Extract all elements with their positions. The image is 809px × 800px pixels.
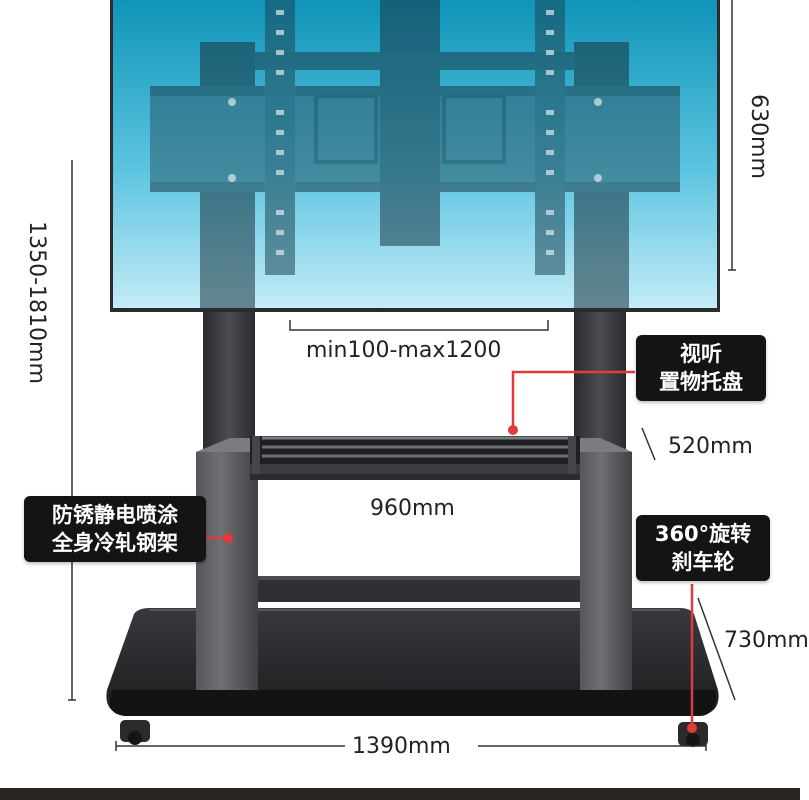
wheels-callout-line2: 刹车轮 — [671, 550, 735, 574]
vesa-holes — [228, 10, 602, 255]
frame-callout-line1: 防锈静电喷涂 — [52, 503, 178, 527]
callout-leaders — [205, 370, 697, 733]
wheels-callout-line1: 360°旋转 — [654, 522, 752, 546]
inner-width-label: 960mm — [370, 496, 455, 521]
vesa-range-label: min100-max1200 — [306, 338, 502, 363]
av-tray — [250, 436, 580, 474]
leg-right — [580, 438, 632, 690]
frame-callout-line2: 全身冷轧钢架 — [52, 531, 178, 555]
tray-depth-label: 520mm — [668, 434, 753, 459]
total-height-label: 1350-1810mm — [23, 221, 49, 384]
wheels-callout: 360°旋转 刹车轮 — [636, 515, 770, 581]
frame-callout: 防锈静电喷涂 全身冷轧钢架 — [24, 496, 206, 562]
tray-callout: 视听 置物托盘 — [636, 335, 766, 401]
base-plate — [106, 608, 719, 716]
lower-crossbar — [258, 576, 580, 602]
wheel-left-icon — [120, 720, 150, 745]
dimension-lines — [68, 0, 736, 751]
screen-height-label: 630mm — [745, 94, 771, 179]
leg-left — [196, 438, 258, 690]
tray-callout-line2: 置物托盘 — [659, 370, 743, 394]
vesa-mount — [150, 0, 680, 308]
wheel-right-icon — [678, 722, 708, 747]
tray-callout-line1: 视听 — [680, 342, 722, 366]
base-width-label: 1390mm — [352, 734, 451, 759]
base-depth-label: 730mm — [724, 628, 809, 653]
